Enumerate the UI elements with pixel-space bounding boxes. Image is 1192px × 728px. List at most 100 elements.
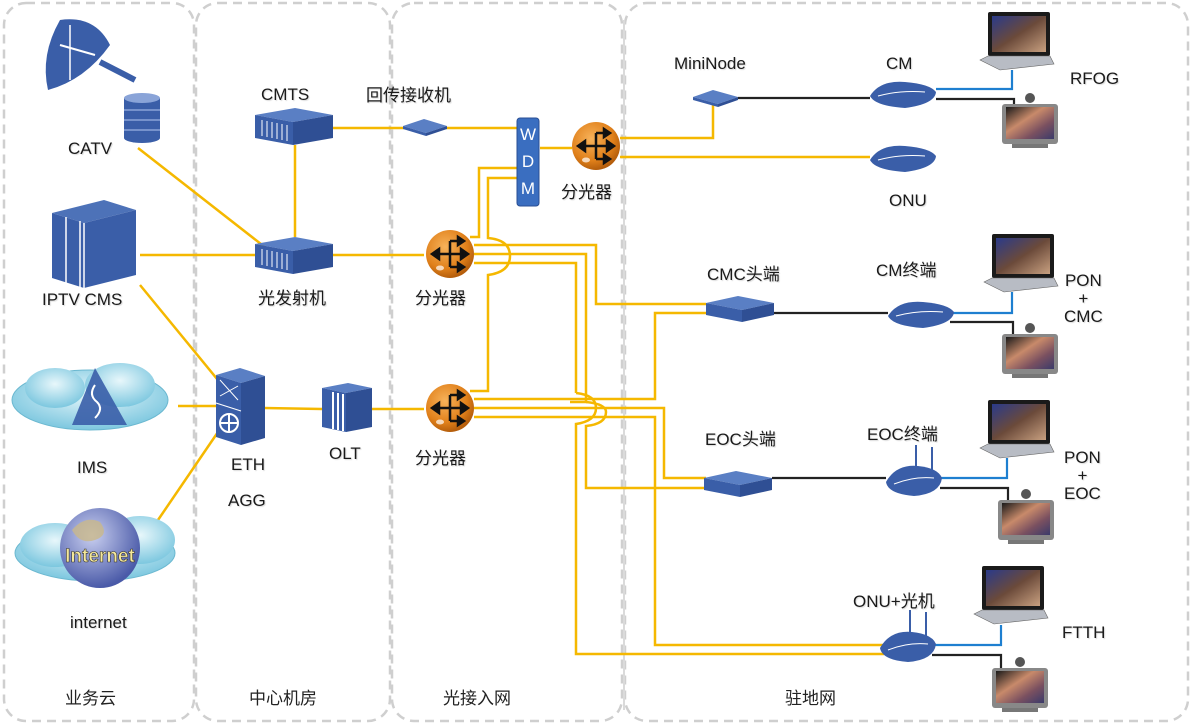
fiber-links <box>137 103 884 656</box>
label-ims: IMS <box>77 458 108 477</box>
scenario-line: PON <box>1064 271 1102 290</box>
link-iptv-eth-agg <box>139 284 223 386</box>
label-splitter-top: 分光器 <box>561 183 612 202</box>
link-internet-eth-agg <box>156 431 220 521</box>
laptop-icon-pon-cmc <box>983 234 1059 293</box>
scenario-ftth: FTTH <box>1062 624 1105 641</box>
link-splitter-mid-wdm <box>470 166 517 239</box>
cm-modem-icon <box>870 81 936 108</box>
tv-icon-rfog <box>1002 93 1058 148</box>
ethernet-links <box>932 70 1014 647</box>
onu-modem-icon <box>870 145 936 172</box>
scenario-rfog-line: RFOG <box>1070 69 1120 88</box>
label-catv: CATV <box>68 139 113 158</box>
splitter-bot-icon <box>426 384 474 432</box>
wdm-letter-m: M <box>521 179 535 198</box>
label-cmc-head: CMC头端 <box>707 265 780 284</box>
wdm-letter-w: W <box>520 125 536 144</box>
cm-terminal-modem-icon <box>888 301 954 328</box>
zone-service-cloud <box>2 1 196 723</box>
eoc-terminal-router-icon <box>886 445 942 496</box>
wdm-letter-d: D <box>522 152 534 171</box>
mininode-icon <box>693 90 738 107</box>
zone-label-service-cloud: 业务云 <box>65 689 116 708</box>
zone-optical-access <box>390 1 624 723</box>
onu-optical-router-icon <box>880 610 936 662</box>
label-optical-tx: 光发射机 <box>258 289 326 308</box>
label-olt: OLT <box>329 444 361 463</box>
label-splitter-bot: 分光器 <box>415 449 466 468</box>
tv-icon-pon-eoc <box>998 489 1054 544</box>
label-mininode: MiniNode <box>674 54 746 73</box>
return-rx-icon <box>403 119 447 136</box>
zone-central-office <box>194 1 392 723</box>
link-cm-laptop <box>936 70 1014 91</box>
label-iptv-cms: IPTV CMS <box>42 290 123 309</box>
splitter-mid-icon <box>426 230 474 278</box>
label-onu: ONU <box>889 191 927 210</box>
link-splitter-top-mininode <box>620 103 715 140</box>
link-eoc-terminal-laptop <box>940 458 1009 480</box>
label-eoc-terminal: EOC终端 <box>867 425 938 444</box>
database-icon <box>124 93 160 143</box>
label-eth: ETH <box>231 455 265 474</box>
globe-text: Internet <box>65 546 135 567</box>
cmts-rack-icon <box>255 108 333 145</box>
scenario-rfog: RFOG <box>1070 70 1119 87</box>
optical-tx-rack-icon <box>255 237 333 274</box>
tv-icon-ftth <box>992 657 1048 712</box>
scenario-line: CMC <box>1064 306 1103 326</box>
link-cm-terminal-laptop <box>950 292 1014 315</box>
label-cm-terminal: CM终端 <box>876 261 937 280</box>
tv-icon-pon-cmc <box>1002 323 1058 378</box>
scenario-line: PON <box>1064 448 1101 467</box>
olt-cabinet-icon <box>322 383 372 432</box>
label-splitter-mid: 分光器 <box>415 289 466 308</box>
link-splitter-bot-onu-optical <box>474 415 884 647</box>
internet-globe-cloud-icon: Internet <box>14 508 176 588</box>
eoc-headend-icon <box>704 471 772 497</box>
wdm-icon: W D M <box>516 117 540 207</box>
scenario-line: + <box>1077 465 1088 485</box>
label-cmts: CMTS <box>261 85 310 104</box>
label-return-rx: 回传接收机 <box>366 86 451 105</box>
laptop-icon-rfog <box>979 12 1055 71</box>
link-splitter-bot-eoc <box>474 406 706 480</box>
satellite-dish-icon <box>45 19 137 90</box>
link-splitter-mid-cmc <box>474 243 706 306</box>
laptop-icon-ftth <box>973 566 1049 625</box>
zone-premises <box>623 1 1190 723</box>
zone-label-premises: 驻地网 <box>785 689 836 708</box>
link-onu-optical-tv <box>932 653 1003 668</box>
ims-cloud-icon <box>11 363 169 431</box>
splitter-top-icon <box>572 122 620 170</box>
scenario-ftth-line: FTTH <box>1062 623 1106 642</box>
laptop-icon-pon-eoc <box>979 400 1055 459</box>
scenario-pon-cmc: PON + CMC <box>1064 272 1103 326</box>
label-agg: AGG <box>228 491 266 510</box>
zone-label-central-office: 中心机房 <box>249 689 317 708</box>
link-splitter-bot-cmc <box>474 311 706 401</box>
server-cabinet-icon <box>52 200 136 288</box>
cmc-headend-icon <box>706 296 774 322</box>
zone-label-optical-access: 光接入网 <box>443 689 511 708</box>
link-splitter-mid-eoc <box>474 252 588 404</box>
link-eth-agg-olt <box>263 406 323 411</box>
link-splitter-mid-eoc-hop <box>584 400 706 490</box>
link-splitter-bot-wdm <box>470 176 517 393</box>
label-eoc-head: EOC头端 <box>705 430 776 449</box>
scenario-line: + <box>1078 288 1089 308</box>
switch-icon <box>215 368 265 445</box>
coax-links <box>738 96 1016 668</box>
link-catv-optical-tx <box>137 147 276 256</box>
link-eoc-terminal-tv <box>940 486 1010 505</box>
link-onu-optical-laptop <box>932 625 1003 647</box>
label-internet: internet <box>70 613 127 632</box>
label-cm: CM <box>886 54 913 73</box>
scenario-line: EOC <box>1064 483 1101 503</box>
link-splitter-mid-onu-optical <box>474 261 578 393</box>
label-onu-optical: ONU+光机 <box>853 592 935 611</box>
scenario-pon-eoc: PON + EOC <box>1064 449 1101 503</box>
